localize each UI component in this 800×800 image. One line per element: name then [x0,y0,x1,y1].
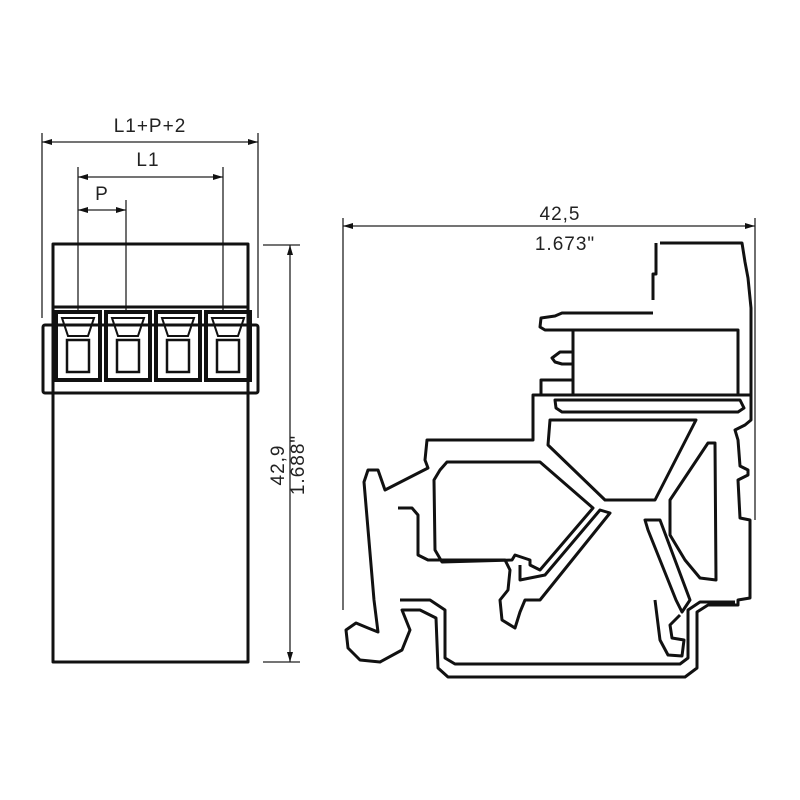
height-mm-label: 42,9 [268,445,289,486]
latch-rail [553,398,746,414]
width-mm-label: 42,5 [540,204,581,225]
pitch-label: P [95,184,109,205]
chamber-right-slot [668,441,718,582]
plug-inner-block [539,328,740,395]
terminal-3 [154,310,202,382]
plug-housing [531,241,753,397]
overall-width-label: L1+P+2 [114,116,187,137]
chamber-left [432,460,595,572]
rail-clip [653,599,686,658]
chamber-top [546,418,698,502]
span-label: L1 [136,150,159,171]
terminal-1 [54,310,102,382]
dimension-overall-width: L1+P+2 [41,116,259,318]
width-in-label: 1.673" [535,234,595,255]
chamber-diagonal-slot [643,518,692,614]
dimension-height: 42,9 1.688" [263,244,309,663]
dimension-pitch: P [78,184,127,310]
terminal-2 [104,310,152,382]
front-view: L1+P+2 L1 P [41,116,309,664]
terminal-openings [54,310,252,382]
chamber-hook [398,506,612,630]
terminal-4 [204,310,252,382]
height-in-label: 1.688" [288,435,309,495]
rail-channel [400,598,735,666]
dimension-span: L1 [77,150,224,310]
connector-body [51,242,250,664]
dimension-width: 42,5 1.673" [342,204,756,610]
side-view: 42,5 1.673" [342,204,756,679]
rail-body-outline [344,395,753,679]
